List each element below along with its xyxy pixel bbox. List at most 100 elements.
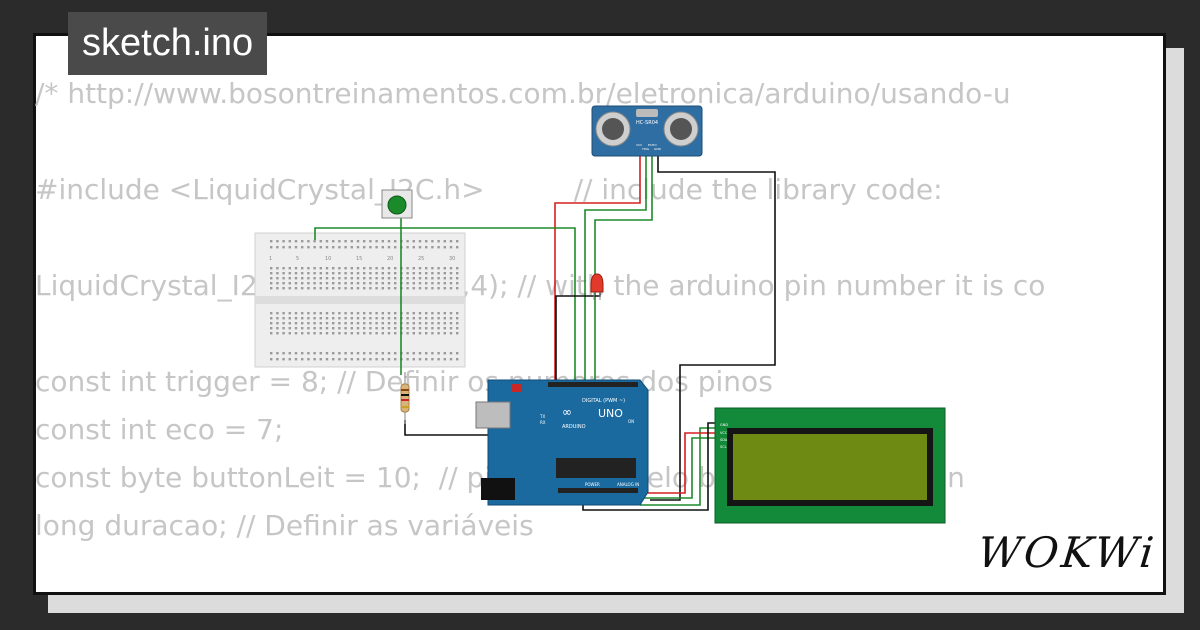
breadboard-hole — [325, 282, 329, 285]
breadboard-hole — [425, 312, 428, 315]
breadboard-hole — [319, 312, 322, 315]
infinity-logo-icon: ∞ — [562, 405, 572, 419]
breadboard-hole — [387, 327, 391, 330]
breadboard-hole — [456, 352, 459, 355]
breadboard-hole — [332, 312, 335, 315]
breadboard-hole — [294, 240, 298, 243]
breadboard-hole — [307, 267, 310, 270]
breadboard-hole — [282, 272, 285, 275]
breadboard-hole — [301, 332, 304, 335]
wire-echo[interactable] — [594, 153, 653, 382]
breadboard-hole — [381, 287, 384, 290]
breadboard-hole — [307, 277, 310, 280]
breadboard-hole — [319, 317, 322, 320]
breadboard-hole — [338, 277, 341, 280]
breadboard-hole — [338, 317, 341, 320]
breadboard-hole — [276, 317, 279, 320]
breadboard-hole — [332, 272, 335, 275]
breadboard-hole — [344, 267, 347, 270]
breadboard-hole — [406, 277, 409, 280]
breadboard-hole — [307, 240, 310, 243]
breadboard-hole — [425, 317, 428, 320]
breadboard-hole — [406, 282, 409, 285]
breadboard-hole — [325, 327, 329, 330]
arduino-uno[interactable]: DIGITAL (PWM ~) ∞ UNO ARDUINO TX RX ON P… — [475, 379, 649, 506]
breadboard-hole — [406, 317, 409, 320]
breadboard-hole — [282, 240, 285, 243]
breadboard-hole — [443, 312, 446, 315]
breadboard-hole — [276, 240, 279, 243]
breadboard-hole — [307, 327, 310, 330]
breadboard-hole — [350, 317, 353, 320]
wire-button[interactable] — [314, 227, 576, 382]
breadboard-hole — [313, 358, 316, 361]
breadboard-hole — [418, 317, 422, 320]
breadboard-hole — [288, 317, 291, 320]
resistor[interactable] — [400, 372, 410, 424]
breadboard-hole — [456, 282, 459, 285]
breadboard-hole — [276, 358, 279, 361]
breadboard-hole — [319, 267, 322, 270]
wire-led[interactable] — [555, 292, 601, 382]
breadboard-hole — [338, 312, 341, 315]
breadboard-hole — [406, 352, 409, 355]
push-button[interactable] — [381, 189, 413, 219]
breadboard-hole — [270, 272, 273, 275]
breadboard-hole — [301, 240, 304, 243]
breadboard-hole — [319, 352, 322, 355]
breadboard-hole — [319, 332, 322, 335]
wire-scl[interactable] — [632, 437, 715, 499]
breadboard-hole — [406, 240, 409, 243]
breadboard-hole — [443, 317, 446, 320]
breadboard-hole — [369, 246, 372, 249]
breadboard[interactable]: 1 5 10 15 20 25 30 — [254, 232, 466, 368]
breadboard-hole — [363, 327, 366, 330]
wire-vcc[interactable] — [554, 153, 641, 382]
breadboard-hole — [375, 282, 378, 285]
breadboard-hole — [456, 240, 459, 243]
breadboard-number: 5 — [296, 256, 299, 262]
breadboard-hole — [449, 240, 453, 243]
breadboard-hole — [338, 282, 341, 285]
ultrasonic-sensor[interactable]: HC-SR04 VCC TRIG ECHO GND — [591, 105, 703, 157]
breadboard-hole — [344, 240, 347, 243]
breadboard-hole — [437, 277, 440, 280]
lcd-display[interactable]: GND VCC SDA SCL — [714, 407, 946, 524]
code-line: long duracao; // Definir as variáveis — [35, 509, 534, 542]
breadboard-hole — [425, 322, 428, 325]
wire-lcd-vcc[interactable] — [625, 432, 715, 494]
reset-button[interactable] — [512, 384, 522, 392]
wire-trig[interactable] — [584, 153, 647, 382]
breadboard-hole — [338, 352, 341, 355]
breadboard-hole — [294, 287, 298, 290]
breadboard-hole — [387, 332, 391, 335]
breadboard-hole — [282, 352, 285, 355]
breadboard-hole — [369, 327, 372, 330]
breadboard-hole — [350, 327, 353, 330]
breadboard-hole — [381, 267, 384, 270]
breadboard-hole — [363, 352, 366, 355]
sensor-pin-label: VCC — [636, 143, 642, 147]
breadboard-hole — [431, 358, 434, 361]
lcd-screen — [733, 434, 927, 500]
wokwi-logo: WOKWi — [975, 528, 1159, 577]
breadboard-hole — [406, 287, 409, 290]
resistor-band — [401, 399, 409, 401]
breadboard-hole — [344, 358, 347, 361]
wire-lcd-gnd[interactable] — [582, 422, 715, 511]
breadboard-hole — [406, 332, 409, 335]
breadboard-hole — [437, 287, 440, 290]
breadboard-hole — [338, 287, 341, 290]
breadboard-hole — [412, 246, 415, 249]
breadboard-hole — [325, 246, 329, 249]
breadboard-hole — [456, 277, 459, 280]
breadboard-hole — [394, 332, 397, 335]
breadboard-hole — [412, 277, 415, 280]
red-led[interactable] — [590, 273, 604, 300]
wire-gnd[interactable] — [650, 153, 776, 501]
breadboard-hole — [356, 317, 360, 320]
file-title-tab[interactable]: sketch.ino — [68, 12, 268, 75]
breadboard-hole — [375, 240, 378, 243]
breadboard-hole — [369, 272, 372, 275]
breadboard-hole — [313, 246, 316, 249]
